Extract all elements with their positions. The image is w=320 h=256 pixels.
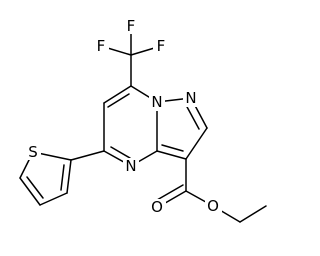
atom-labels: F F F N N N S O — [25, 17, 222, 216]
atom-f2: F — [123, 17, 139, 35]
atom-n-pyrazole: N — [183, 89, 199, 107]
bond-c5-th2 — [70, 150, 105, 161]
atom-o-ester-label: O — [207, 197, 219, 215]
bond-th4-th3 — [39, 192, 68, 206]
atom-n-pyrazole-label: N — [185, 89, 196, 107]
atom-f3: F — [153, 37, 169, 55]
atom-n-pyrimidine-label: N — [125, 157, 136, 175]
atom-n-bridge: N — [149, 93, 165, 111]
atom-o-carbonyl: O — [149, 198, 166, 216]
atom-n-pyrimidine: N — [123, 157, 139, 175]
bond-ch2-ch3 — [239, 205, 267, 223]
bond-th3-th2 — [66, 159, 72, 194]
atom-o-ester: O — [205, 197, 222, 215]
bond-c3-c3a-double — [161, 144, 184, 152]
bond-lines — [19, 25, 267, 223]
atom-f2-label: F — [127, 17, 136, 35]
atom-s-thiophene: S — [25, 143, 41, 161]
bond-c7-c6 — [103, 85, 132, 104]
atom-s-thiophene-label: S — [28, 143, 38, 161]
bond-th5-th4 — [19, 177, 41, 206]
atom-f1-label: F — [97, 37, 106, 55]
atom-n-bridge-label: N — [151, 93, 162, 111]
atom-f1: F — [93, 37, 109, 55]
bond-c5-n4-double — [110, 146, 131, 159]
bond-th5-th4-double — [26, 176, 44, 199]
bond-c-o-double-2 — [156, 184, 184, 201]
bond-c2-c3 — [185, 127, 208, 160]
bond-n1-c2-double — [185, 104, 200, 130]
bond-c7-c6-double — [107, 93, 130, 108]
atom-f3-label: F — [157, 37, 166, 55]
atom-o-carbonyl-label: O — [151, 198, 163, 216]
bond-th3-th2-double — [60, 164, 65, 191]
bond-c3-c3a — [156, 150, 187, 160]
